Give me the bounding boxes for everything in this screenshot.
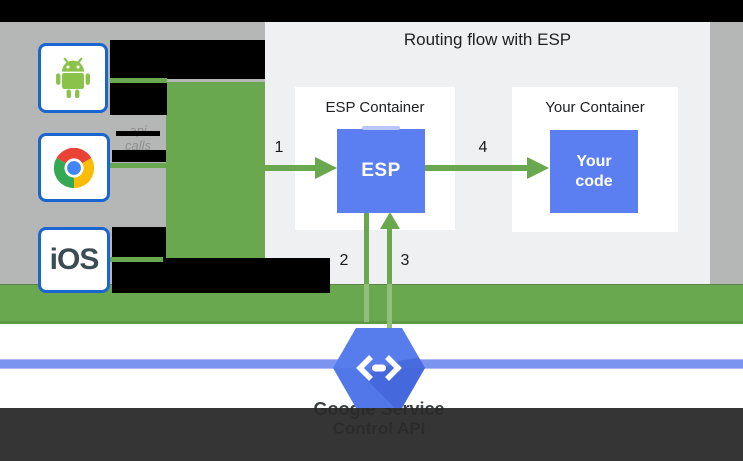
android-client-box xyxy=(38,43,108,113)
arrow-1-head xyxy=(315,157,337,179)
android-connector-line xyxy=(110,78,167,83)
chrome-logo-icon xyxy=(53,147,95,188)
arrow-3-line xyxy=(387,229,392,284)
arrow-4-head xyxy=(527,157,549,179)
top-black-bar xyxy=(0,0,743,22)
bottom-dark-footer xyxy=(0,408,743,461)
your-code-line2: code xyxy=(575,172,613,190)
esp-container-title: ESP Container xyxy=(325,99,425,116)
green-routing-band xyxy=(166,82,265,258)
black-overlay-patch xyxy=(110,83,167,115)
black-overlay-dash xyxy=(112,150,166,162)
step-4-label: 4 xyxy=(478,139,488,156)
arrow-3-line-through-bar xyxy=(387,284,392,328)
esp-box-label: ESP xyxy=(361,160,401,181)
diagram-title: Routing flow with ESP xyxy=(403,30,572,49)
black-overlay-patch xyxy=(110,40,265,79)
ios-client-box: iOS xyxy=(38,227,110,293)
your-container-title: Your Container xyxy=(545,99,645,116)
chrome-client-box xyxy=(38,133,110,202)
cloud-endpoints-hexagon-icon xyxy=(333,328,425,408)
your-code-box: Your code xyxy=(550,130,638,213)
arrow-1-line xyxy=(264,165,317,171)
right-gray-background xyxy=(710,22,743,284)
arrow-2-line xyxy=(364,213,369,284)
black-overlay-patch xyxy=(112,258,330,293)
step-3-label: 3 xyxy=(400,252,410,269)
step-2-label: 2 xyxy=(339,252,349,269)
step-1-label: 1 xyxy=(274,139,284,156)
chrome-connector-line xyxy=(110,163,167,168)
black-overlay-dash xyxy=(116,131,160,136)
black-overlay-patch xyxy=(112,227,166,258)
android-robot-icon xyxy=(56,57,90,99)
your-code-line1: Your xyxy=(576,152,612,170)
arrow-3-head xyxy=(380,212,400,229)
esp-box: ESP xyxy=(337,129,425,213)
ios-label: iOS xyxy=(49,243,100,276)
api-calls-line2: calls xyxy=(124,138,151,153)
ios-connector-line xyxy=(110,257,163,262)
arrow-2-line-through-bar xyxy=(364,284,369,322)
esp-box-top-highlight xyxy=(362,126,400,130)
arrow-4-line xyxy=(425,165,529,171)
api-calls-label: api calls xyxy=(108,123,168,153)
